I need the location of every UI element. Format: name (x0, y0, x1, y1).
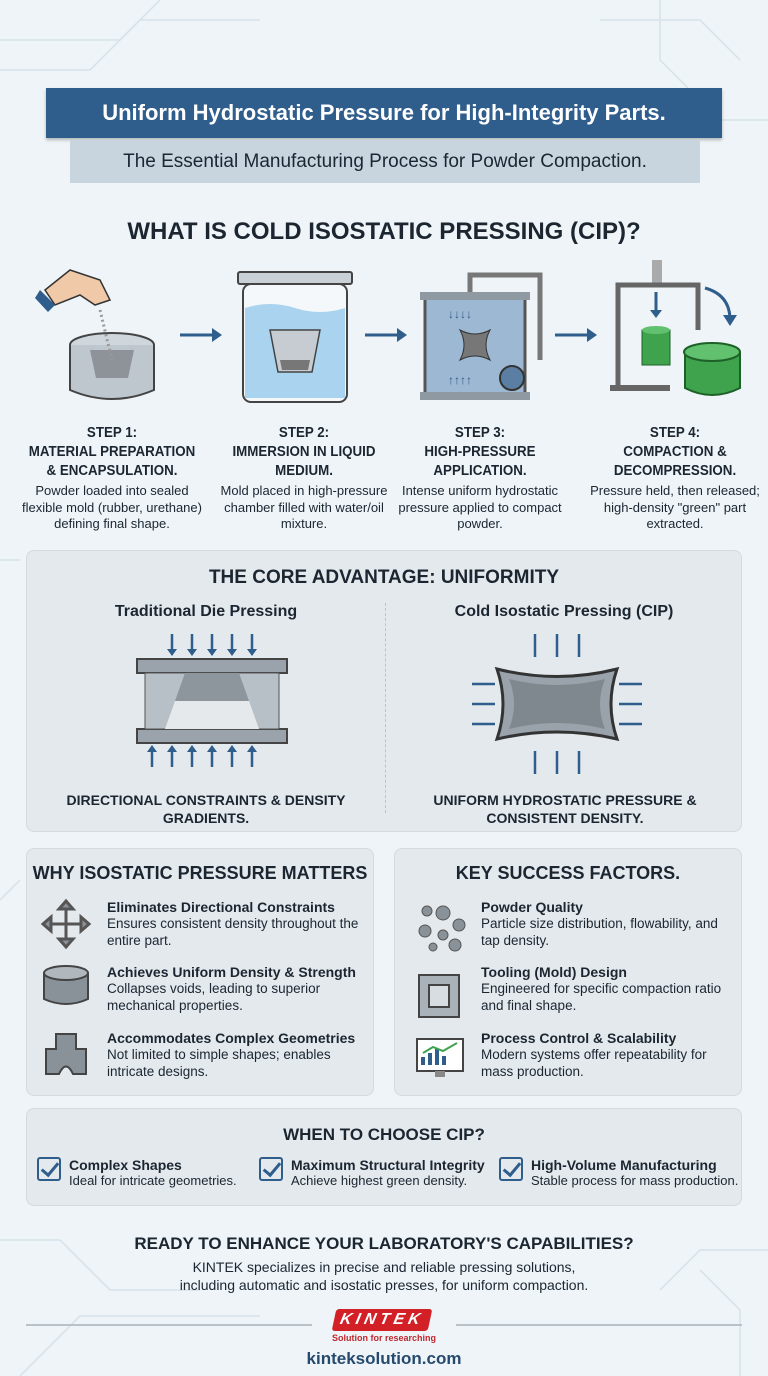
arrow-icon (212, 328, 222, 342)
mold-icon (418, 974, 460, 1018)
title-banner: Uniform Hydrostatic Pressure for High-In… (46, 88, 722, 138)
checkbox-icon (37, 1157, 61, 1181)
divider (385, 603, 386, 813)
step-title: IMMERSION IN LIQUID MEDIUM. (232, 444, 376, 479)
item-title: Eliminates Directional Constraints (107, 899, 335, 915)
item-title: Achieves Uniform Density & Strength (107, 964, 356, 980)
item-desc: Modern systems offer repeatability for m… (481, 1047, 707, 1079)
hand-pouring-powder-icon (35, 269, 155, 400)
isostatic-pressing-icon (472, 634, 642, 774)
item-desc: Achieve highest green density. (291, 1173, 468, 1188)
logo-tagline: Solution for researching (331, 1333, 436, 1343)
step-desc: Mold placed in high-pressure chamber fil… (220, 483, 388, 531)
die-pressing-caption: DIRECTIONAL CONSTRAINTS & DENSITY GRADIE… (66, 792, 346, 826)
four-way-arrows-icon (41, 899, 91, 950)
step-title: MATERIAL PREPARATION & ENCAPSULATION. (28, 444, 196, 479)
press-green-part-icon (610, 260, 741, 396)
die-pressing-title: Traditional Die Pressing (114, 603, 298, 620)
core-advantage-panel: THE CORE ADVANTAGE: UNIFORMITY Tradition… (26, 550, 742, 832)
factors-heading: KEY SUCCESS FACTORS. (455, 863, 681, 883)
divider (456, 1324, 742, 1326)
step-label: STEP 2: (278, 425, 330, 441)
cta-heading: READY TO ENHANCE YOUR LABORATORY'S CAPAB… (134, 1234, 634, 1253)
why-panel: WHY ISOSTATIC PRESSURE MATTERS Eliminate… (26, 848, 374, 1096)
item-title: Accommodates Complex Geometries (107, 1030, 356, 1046)
steps-illustration: ↓↓↓↓ ↑↑↑↑ (35, 260, 741, 403)
what-is-heading: WHAT IS COLD ISOSTATIC PRESSING (CIP)? (127, 218, 641, 245)
complex-part-icon (45, 1033, 87, 1075)
cta-body: KINTEK specializes in precise and reliab… (179, 1259, 589, 1293)
item-title: High-Volume Manufacturing (531, 1157, 717, 1173)
step-1: STEP 1: MATERIAL PREPARATION & ENCAPSULA… (17, 424, 207, 533)
svg-text:↓↓↓↓: ↓↓↓↓ (448, 307, 472, 321)
cip-title: Cold Isostatic Pressing (CIP) (454, 603, 674, 620)
item-desc: Ideal for intricate geometries. (69, 1173, 237, 1188)
item-title: Tooling (Mold) Design (481, 964, 627, 980)
liquid-tank-icon (237, 271, 353, 403)
step-4: STEP 4: COMPACTION & DECOMPRESSION. Pres… (580, 424, 768, 533)
cylinder-part-icon (43, 965, 89, 1005)
step-desc: Powder loaded into sealed flexible mold … (22, 483, 202, 531)
arrow-icon (587, 328, 597, 342)
item-title: Maximum Structural Integrity (291, 1157, 485, 1173)
item-desc: Ensures consistent density throughout th… (107, 916, 359, 948)
when-heading: WHEN TO CHOOSE CIP? (283, 1125, 485, 1144)
step-label: STEP 3: (454, 425, 506, 441)
item-desc: Collapses voids, leading to superior mec… (107, 981, 321, 1013)
step-title: COMPACTION & DECOMPRESSION. (613, 444, 737, 479)
item-desc: Stable process for mass production. (531, 1173, 739, 1188)
divider (26, 1324, 312, 1326)
step-3: STEP 3: HIGH-PRESSURE APPLICATION. Inten… (385, 424, 575, 533)
core-heading: THE CORE ADVANTAGE: UNIFORMITY (208, 567, 560, 588)
subtitle-banner: The Essential Manufacturing Process for … (70, 140, 700, 183)
step-2: STEP 2: IMMERSION IN LIQUID MEDIUM. Mold… (209, 424, 399, 533)
uniformity-comparison-illustration (136, 634, 642, 774)
step-desc: Pressure held, then released; high-densi… (590, 483, 760, 531)
svg-text:↑↑↑↑: ↑↑↑↑ (448, 373, 472, 387)
step-title: HIGH-PRESSURE APPLICATION. (424, 444, 536, 479)
step-label: STEP 4: (649, 425, 701, 441)
item-title: Powder Quality (481, 899, 583, 915)
item-desc: Particle size distribution, flowability,… (481, 916, 718, 948)
cip-caption: UNIFORM HYDROSTATIC PRESSURE & CONSISTEN… (433, 792, 697, 826)
why-heading: WHY ISOSTATIC PRESSURE MATTERS (32, 863, 368, 883)
pressure-chamber-icon: ↓↓↓↓ ↑↑↑↑ (420, 272, 543, 400)
step-desc: Intense uniform hydrostatic pressure app… (398, 483, 562, 531)
step-label: STEP 1: (86, 425, 138, 441)
checkbox-icon (499, 1157, 523, 1181)
checkbox-icon (259, 1157, 283, 1181)
monitor-chart-icon (416, 1038, 464, 1077)
arrow-icon (397, 328, 407, 342)
die-pressing-icon (136, 634, 288, 767)
item-desc: Engineered for specific compaction ratio… (481, 981, 722, 1013)
item-title: Process Control & Scalability (481, 1030, 677, 1046)
website-link[interactable]: kinteksolution.com (306, 1349, 462, 1368)
item-title: Complex Shapes (69, 1157, 182, 1173)
item-desc: Not limited to simple shapes; enables in… (107, 1047, 331, 1079)
particles-icon (418, 905, 466, 952)
kintek-logo: KINTEK (331, 1309, 433, 1331)
